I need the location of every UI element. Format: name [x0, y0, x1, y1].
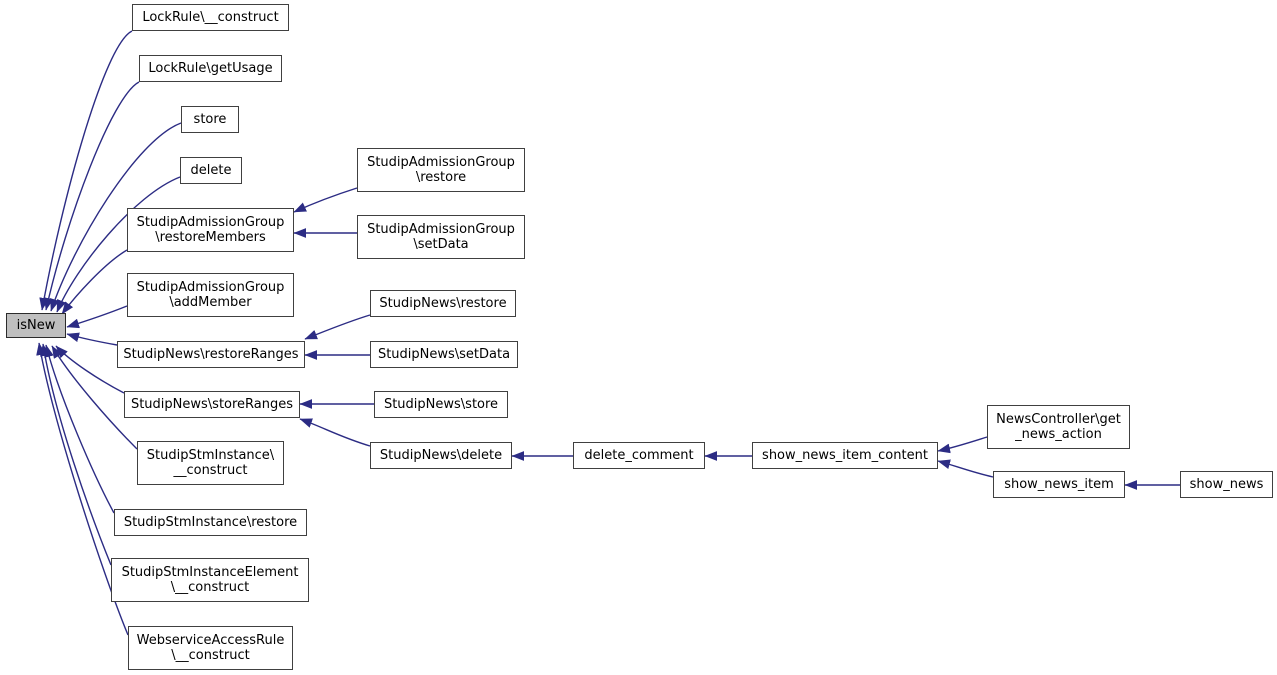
graph-node-showNewsContent[interactable]: show_news_item_content [752, 442, 938, 469]
graph-edge-newsDelete-to-newsStoreRanges [299, 418, 371, 447]
graph-edge-lockGetUsage-to-isNew [43, 81, 140, 311]
graph-node-deleteComment[interactable]: delete_comment [573, 442, 705, 469]
graph-edge-stmRestore-to-isNew [44, 344, 115, 514]
graph-node-newsRestoreRanges[interactable]: StudipNews\restoreRanges [117, 341, 305, 368]
graph-node-showNews[interactable]: show_news [1180, 471, 1273, 498]
graph-edge-stmElemConstruct-to-isNew [40, 343, 112, 566]
graph-node-wsAccessRule[interactable]: WebserviceAccessRule \__construct [128, 626, 293, 670]
graph-node-newsSetData[interactable]: StudipNews\setData [370, 341, 518, 368]
graph-node-delete[interactable]: delete [180, 157, 242, 184]
graph-node-lockGetUsage[interactable]: LockRule\getUsage [139, 55, 282, 82]
graph-node-stmConstruct[interactable]: StudipStmInstance\ __construct [137, 441, 284, 485]
graph-node-newsStore[interactable]: StudipNews\store [374, 391, 508, 418]
graph-node-lockConstruct[interactable]: LockRule\__construct [132, 4, 289, 31]
graph-node-showNewsItem[interactable]: show_news_item [993, 471, 1125, 498]
graph-edge-newsCtrlAction-to-showNewsContent [937, 436, 988, 454]
graph-node-stmElemConstruct[interactable]: StudipStmInstanceElement \__construct [111, 558, 309, 602]
graph-edge-lockConstruct-to-isNew [39, 30, 133, 311]
graph-edge-newsRestoreRanges-to-isNew [66, 332, 118, 346]
graph-edge-newsRestore-to-newsRestoreRanges [304, 314, 371, 340]
graph-node-stmRestore[interactable]: StudipStmInstance\restore [114, 509, 307, 536]
graph-node-isNew[interactable]: isNew [6, 313, 66, 338]
graph-edge-agAddMember-to-isNew [66, 305, 128, 329]
graph-node-agRestore[interactable]: StudipAdmissionGroup \restore [357, 148, 525, 192]
graph-node-agSetData[interactable]: StudipAdmissionGroup \setData [357, 215, 525, 259]
graph-node-newsCtrlAction[interactable]: NewsController\get _news_action [987, 405, 1130, 449]
graph-node-newsDelete[interactable]: StudipNews\delete [370, 442, 512, 469]
graph-node-newsRestore[interactable]: StudipNews\restore [370, 290, 516, 317]
graph-edge-showNewsItem-to-showNewsContent [937, 459, 994, 478]
graph-node-agAddMember[interactable]: StudipAdmissionGroup \addMember [127, 273, 294, 317]
graph-edge-newsStoreRanges-to-isNew [55, 345, 125, 394]
graph-node-newsStoreRanges[interactable]: StudipNews\storeRanges [124, 391, 300, 418]
graph-edge-agRestoreMembers-to-isNew [61, 249, 128, 315]
graph-node-agRestoreMembers[interactable]: StudipAdmissionGroup \restoreMembers [127, 208, 294, 252]
graph-edge-agRestore-to-agRestoreMembers [293, 187, 358, 213]
graph-node-store[interactable]: store [181, 106, 239, 133]
